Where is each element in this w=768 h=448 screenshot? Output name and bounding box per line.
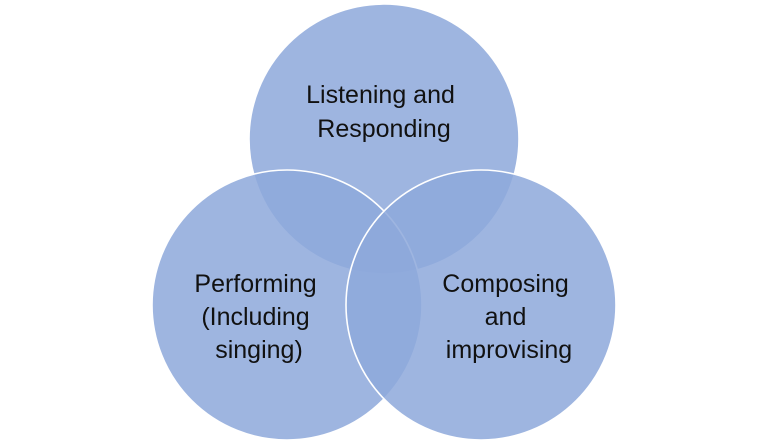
label-performing-line-1: Performing — [194, 270, 316, 298]
label-composing-line-2: and — [485, 303, 527, 331]
label-performing: Performing (Including singing) — [194, 270, 323, 364]
circle-composing: Composing and improvising — [345, 169, 617, 441]
circle-composing-shape — [345, 169, 617, 441]
label-composing-line-1: Composing — [442, 270, 568, 298]
label-listening-and-responding-line-1: Listening and — [306, 81, 455, 109]
label-composing-line-3: improvising — [446, 336, 572, 364]
label-performing-line-3: singing) — [215, 336, 303, 364]
label-composing: Composing and improvising — [442, 270, 575, 364]
label-listening-and-responding-line-2: Responding — [317, 115, 450, 143]
label-listening-and-responding: Listening and Responding — [306, 81, 462, 143]
label-performing-line-2: (Including — [201, 303, 309, 331]
